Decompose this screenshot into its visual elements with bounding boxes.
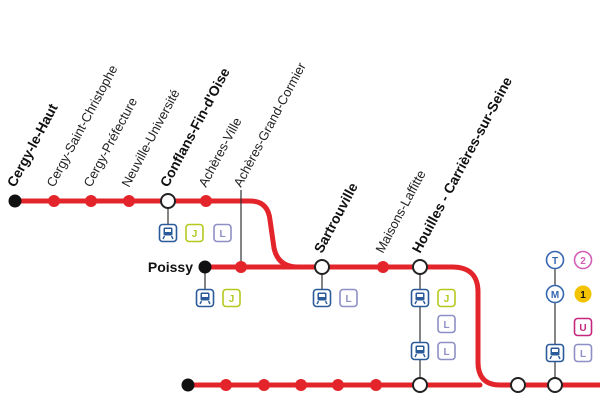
line-u-badge: U <box>573 317 593 337</box>
train-icon <box>545 343 565 363</box>
stop-south-5[interactable] <box>370 379 382 391</box>
svg-text:T: T <box>552 256 558 267</box>
badges-sartrouville: L <box>312 288 358 308</box>
tram-t-badge: T <box>545 250 565 270</box>
interchange-conflans[interactable] <box>160 193 176 209</box>
interchange-east-1[interactable] <box>510 377 526 393</box>
line-track <box>12 198 600 388</box>
metro-m-badge: M <box>545 284 565 304</box>
train-icon <box>410 288 430 308</box>
badges-houilles: J L L <box>410 288 456 361</box>
station-labels: Cergy-le-Haut Cergy-Saint-Christophe Cer… <box>4 59 516 275</box>
line-l-badge: L <box>437 341 456 361</box>
train-icon <box>410 341 430 361</box>
stop-south-3[interactable] <box>295 379 307 391</box>
metro-1-badge: 1 <box>574 285 592 303</box>
interchanges <box>160 193 563 393</box>
ter-badge: J <box>437 288 456 308</box>
ter-badge: J <box>222 288 241 308</box>
line-l-badge: L <box>213 223 232 243</box>
label-conflans: Conflans-Fin-d'Oise <box>157 65 233 190</box>
stop-cergy-prefecture[interactable] <box>85 195 97 207</box>
svg-text:J: J <box>229 294 235 305</box>
svg-text:J: J <box>444 294 450 305</box>
train-icon <box>158 223 178 243</box>
label-poissy: Poissy <box>148 259 193 275</box>
stops <box>48 195 389 391</box>
badges-east: T 2 M 1 U L <box>545 250 593 363</box>
track-cergy-branch <box>12 198 301 270</box>
line-l-badge: L <box>573 343 593 363</box>
connectors <box>167 190 556 385</box>
svg-text:L: L <box>219 229 225 240</box>
train-icon <box>312 288 332 308</box>
stop-neuville[interactable] <box>123 195 135 207</box>
stop-south-1[interactable] <box>220 379 232 391</box>
stop-acheres-ville[interactable] <box>200 195 212 207</box>
stop-south-2[interactable] <box>258 379 270 391</box>
svg-text:J: J <box>192 229 198 240</box>
svg-text:L: L <box>580 349 586 360</box>
termini <box>8 194 212 392</box>
svg-text:U: U <box>579 323 586 334</box>
badges-poissy: J <box>195 288 241 308</box>
terminus-cergy-le-haut[interactable] <box>8 194 22 208</box>
svg-text:L: L <box>443 320 449 331</box>
stop-acheres-grand-cormier[interactable] <box>235 261 247 273</box>
line-l-badge: L <box>339 288 358 308</box>
terminus-south[interactable] <box>181 378 195 392</box>
ter-badge: J <box>185 223 204 243</box>
badges-conflans: J L <box>158 223 232 243</box>
stop-maisons-laffitte[interactable] <box>377 261 389 273</box>
stop-south-4[interactable] <box>332 379 344 391</box>
track-poissy-main <box>202 264 600 388</box>
interchange-houilles-south[interactable] <box>412 377 428 393</box>
tram-2-badge: 2 <box>573 250 593 270</box>
train-icon <box>195 288 215 308</box>
interchange-sartrouville[interactable] <box>314 259 330 275</box>
svg-text:L: L <box>345 294 351 305</box>
stop-cergy-st-christophe[interactable] <box>48 195 60 207</box>
interchange-east-2[interactable] <box>547 377 563 393</box>
interchange-houilles[interactable] <box>412 259 428 275</box>
line-l-badge: L <box>437 314 456 334</box>
label-cergy-st-christophe: Cergy-Saint-Christophe <box>43 62 120 189</box>
label-houilles: Houilles - Carrières-sur-Seine <box>409 74 516 256</box>
terminus-poissy[interactable] <box>198 260 212 274</box>
label-sartrouville: Sartrouville <box>311 180 361 256</box>
svg-text:L: L <box>443 347 449 358</box>
svg-text:2: 2 <box>580 256 586 267</box>
svg-text:1: 1 <box>580 290 586 301</box>
svg-text:M: M <box>551 290 559 301</box>
